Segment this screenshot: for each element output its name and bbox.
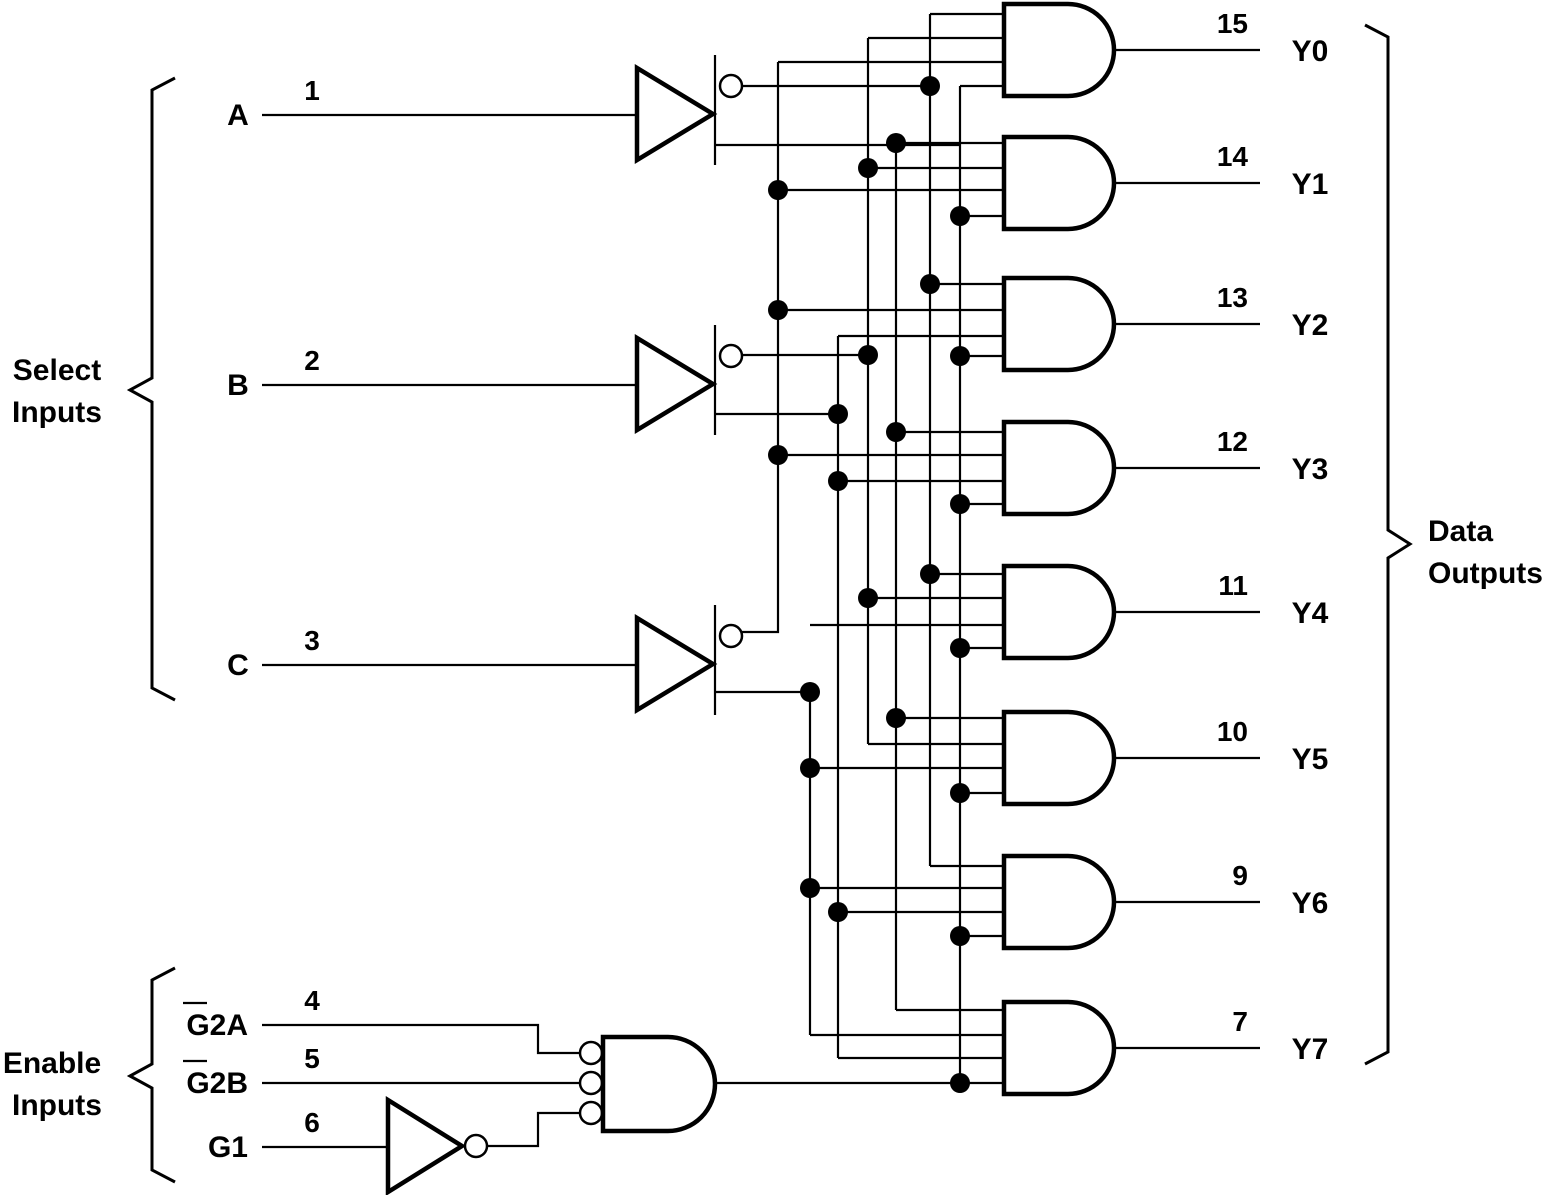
and-gate bbox=[1001, 853, 1117, 951]
junction-dot bbox=[950, 206, 970, 226]
group-label: Enable bbox=[3, 1047, 101, 1080]
pin-number: 2 bbox=[304, 345, 320, 376]
enable-and-gate bbox=[600, 1034, 718, 1134]
enable-input-label: G2B bbox=[186, 1067, 248, 1100]
output-label: Y5 bbox=[1292, 743, 1329, 776]
wires bbox=[183, 12, 1260, 1149]
junction-dot bbox=[828, 404, 848, 424]
output-label: Y1 bbox=[1292, 168, 1329, 201]
select-input-label: A bbox=[227, 99, 249, 132]
group-label: Outputs bbox=[1428, 557, 1543, 590]
pin-number: 4 bbox=[304, 985, 320, 1016]
output-label: Y0 bbox=[1292, 35, 1329, 68]
buffer-gate bbox=[634, 334, 718, 434]
group-label: Inputs bbox=[12, 1089, 102, 1122]
inverting-bubble bbox=[578, 1100, 604, 1126]
pin-number: 10 bbox=[1217, 716, 1248, 747]
junction-dot bbox=[920, 76, 940, 96]
inverting-bubble bbox=[718, 623, 744, 649]
pin-number: 9 bbox=[1232, 860, 1248, 891]
junction-dot bbox=[800, 682, 820, 702]
junction-dot bbox=[858, 158, 878, 178]
junction-dot bbox=[828, 471, 848, 491]
enable-brace bbox=[126, 966, 176, 1184]
pin-number: 14 bbox=[1217, 141, 1249, 172]
junction-dot bbox=[950, 926, 970, 946]
g1-inv-wire bbox=[487, 1111, 580, 1148]
junction-dot bbox=[950, 494, 970, 514]
group-label: Data bbox=[1428, 515, 1493, 548]
pin-number: 3 bbox=[304, 625, 320, 656]
junction-dot bbox=[886, 422, 906, 442]
output-label: Y3 bbox=[1292, 453, 1329, 486]
brackets bbox=[126, 23, 1413, 1184]
gates bbox=[385, 1, 1117, 1197]
output-label: Y6 bbox=[1292, 887, 1329, 920]
and-gate bbox=[1001, 275, 1117, 373]
junction-dot bbox=[950, 783, 970, 803]
buffer-gate bbox=[634, 64, 718, 164]
group-label: Select bbox=[13, 354, 101, 387]
pin-number: 11 bbox=[1218, 570, 1248, 601]
outputs-brace bbox=[1364, 23, 1413, 1066]
and-gate bbox=[1001, 999, 1117, 1097]
junction-dot bbox=[920, 274, 940, 294]
c-inverted-bus bbox=[742, 62, 780, 634]
junction-dot bbox=[768, 300, 788, 320]
inverting-bubble bbox=[463, 1133, 489, 1159]
enable-input-label: G1 bbox=[208, 1131, 248, 1164]
pin-number: 7 bbox=[1232, 1006, 1248, 1037]
junction-dot bbox=[800, 758, 820, 778]
group-label: Inputs bbox=[12, 396, 102, 429]
junction-dot bbox=[768, 180, 788, 200]
output-label: Y4 bbox=[1292, 597, 1329, 630]
junction-dot bbox=[920, 564, 940, 584]
pin-number: 12 bbox=[1217, 426, 1248, 457]
inverting-bubble bbox=[718, 343, 744, 369]
junction-dot bbox=[828, 902, 848, 922]
inverting-bubble bbox=[578, 1070, 604, 1096]
enable-input-label: G2A bbox=[186, 1009, 248, 1042]
junction-dot bbox=[768, 445, 788, 465]
and-gate bbox=[1001, 134, 1117, 232]
junction-dot bbox=[800, 878, 820, 898]
output-label: Y7 bbox=[1292, 1033, 1329, 1066]
pin-number: 13 bbox=[1217, 282, 1248, 313]
and-gate bbox=[1001, 419, 1117, 517]
junction-dot bbox=[950, 1073, 970, 1093]
pin-number: 1 bbox=[304, 75, 320, 106]
inverting-bubble bbox=[578, 1040, 604, 1066]
pin-number: 6 bbox=[304, 1107, 320, 1138]
select-input-label: B bbox=[227, 369, 249, 402]
junction-dots bbox=[768, 76, 970, 1093]
junction-dot bbox=[886, 133, 906, 153]
pin-number: 5 bbox=[304, 1043, 320, 1074]
g2a-wire bbox=[262, 1023, 580, 1055]
junction-dot bbox=[950, 346, 970, 366]
c-true-bus bbox=[715, 690, 812, 1035]
and-gate bbox=[1001, 563, 1117, 661]
junction-dot bbox=[858, 345, 878, 365]
junction-dot bbox=[886, 708, 906, 728]
inverting-bubble bbox=[718, 73, 744, 99]
and-gate bbox=[1001, 709, 1117, 807]
output-label: Y2 bbox=[1292, 309, 1329, 342]
g1-inverter bbox=[385, 1095, 467, 1197]
select-brace bbox=[126, 76, 176, 702]
and-gate bbox=[1001, 1, 1117, 99]
junction-dot bbox=[950, 638, 970, 658]
junction-dot bbox=[858, 588, 878, 608]
buffer-gate bbox=[634, 614, 718, 714]
select-input-label: C bbox=[227, 649, 249, 682]
pin-number: 15 bbox=[1217, 8, 1248, 39]
